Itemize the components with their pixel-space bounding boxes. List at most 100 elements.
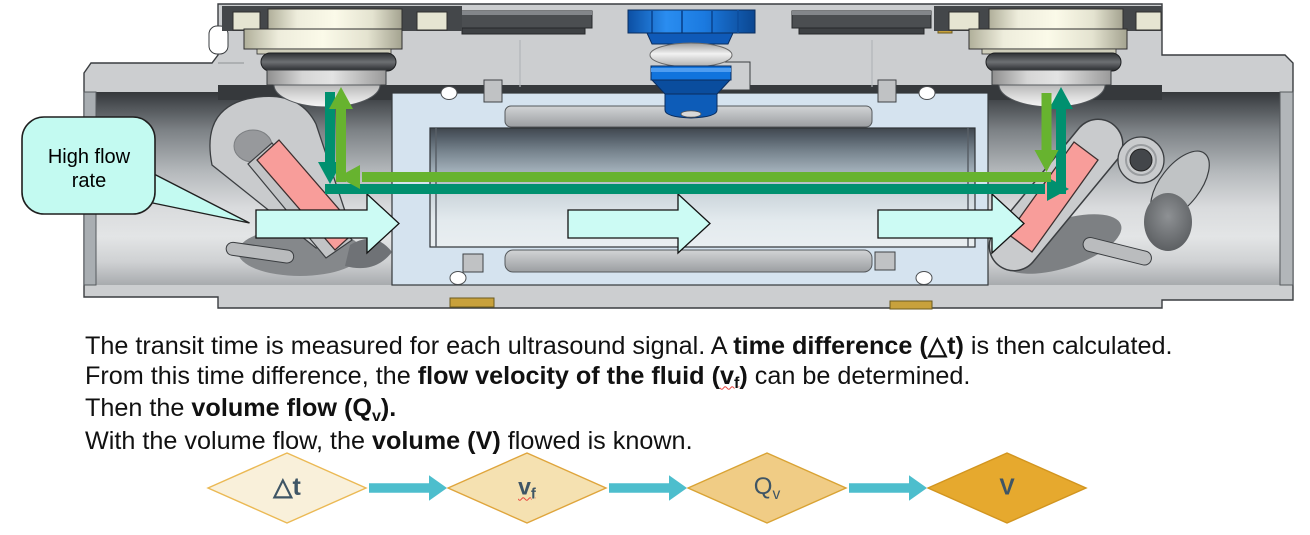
diamond-dt-text: △t	[273, 472, 301, 501]
recess-block-right-bevel	[792, 11, 931, 15]
signal-upstream-arrowhead-left	[338, 165, 360, 189]
transducer-flange	[988, 8, 1124, 31]
sensor-band-highlight	[651, 68, 731, 72]
flow-arrows	[255, 192, 1025, 255]
line2-pre: From this time difference, the	[85, 361, 418, 390]
line2-vf-misspelling: vf	[719, 361, 740, 393]
signal-upstream	[329, 87, 1059, 189]
line1-bold: time difference (△t)	[733, 332, 964, 360]
callout-line-1: High flow	[47, 146, 131, 168]
diamond-qv	[686, 452, 848, 524]
housing-notch	[208, 25, 229, 55]
liner-tab	[877, 79, 897, 103]
sensor-neck	[646, 32, 734, 45]
line3-pre: Then the	[85, 394, 192, 422]
line4-pre: With the volume flow, the	[85, 426, 372, 455]
diamond-label-dt: △t	[273, 472, 301, 502]
line2-vf: v	[719, 361, 734, 390]
connector-arrow-1	[369, 475, 447, 501]
liner-tab	[483, 79, 503, 103]
diamond-vf-sub: f	[530, 485, 536, 503]
connector-arrow-3	[849, 475, 927, 501]
callout-bubble	[21, 116, 250, 224]
signal-downstream	[318, 87, 1073, 201]
flow-arrow-2	[567, 192, 711, 255]
temperature-sensor	[627, 9, 756, 119]
line4-post: flowed is known.	[500, 426, 693, 455]
pivot-hole	[1129, 148, 1153, 172]
callout-line-2: rate	[71, 170, 107, 192]
diamond-qv-sub: v	[772, 485, 781, 503]
pivot-ring	[1125, 144, 1157, 176]
boss-right	[1144, 193, 1192, 251]
sensor-cone	[650, 79, 732, 95]
callout-text: High flow rate	[22, 145, 156, 193]
transducer-oring	[985, 52, 1122, 72]
line4-bold: volume (V)	[372, 426, 501, 455]
reflector-left-rod	[225, 241, 295, 264]
text-line-1: The transit time is measured for each ul…	[85, 332, 1173, 362]
o-ring	[449, 271, 467, 285]
signal-upstream-arrowhead-down	[1034, 150, 1059, 172]
line2-bold-close: )	[739, 361, 748, 390]
gold-seal-right	[889, 300, 933, 310]
o-ring	[918, 86, 936, 100]
line3-bold-group: volume flow (Qv).	[191, 394, 397, 425]
explanation-text: The transit time is measured for each ul…	[85, 332, 1173, 456]
line2-bold: flow velocity of the fluid (	[417, 361, 720, 390]
transducer-oring	[260, 52, 397, 72]
transducer-body	[968, 28, 1128, 50]
diamond-label-vf: vf	[518, 473, 536, 503]
transducer-flange	[267, 8, 403, 31]
flow-arrow-1	[255, 192, 400, 255]
line3-bold-close: ).	[380, 394, 397, 422]
flow-connectors	[369, 475, 927, 501]
transducer-body	[243, 28, 403, 50]
line1-post: is then calculated.	[963, 332, 1173, 360]
signal-upstream-arrowhead-up	[329, 87, 353, 109]
sensor-ball	[649, 42, 733, 68]
diamond-v-text: V	[999, 473, 1015, 500]
diamond-label-v: V	[999, 473, 1014, 500]
reflector-left-shadow-curve	[345, 238, 392, 269]
line3-bold: volume flow (Q	[191, 394, 372, 422]
diamond-vf	[446, 452, 608, 524]
transducer-cap	[991, 69, 1112, 86]
o-ring	[440, 86, 458, 100]
liner-tab	[462, 253, 484, 273]
recess-block-right-base	[798, 27, 925, 35]
text-line-2: From this time difference, the flow velo…	[85, 362, 1173, 395]
transducer-tab	[1135, 11, 1162, 31]
connector-arrow-2	[609, 475, 687, 501]
transducer-tab	[948, 11, 980, 31]
liner-tab	[874, 251, 896, 271]
line3-sub: v	[371, 406, 381, 425]
transducer-left	[222, 6, 462, 108]
gold-seals	[449, 297, 933, 310]
sensor-cap	[627, 9, 756, 34]
signal-downstream-arrowhead-up	[1049, 87, 1073, 109]
recess-block-left-bevel	[455, 11, 592, 15]
diamond-vf-text: v	[518, 473, 531, 500]
transducer-tab	[232, 11, 261, 31]
diamond-v	[926, 452, 1088, 524]
callout-rect	[21, 116, 156, 215]
line2-vf-sub: f	[733, 374, 740, 393]
liner-insert-bottom	[504, 249, 873, 273]
pipe-end-ring-right	[1279, 91, 1294, 286]
line2-post: can be determined.	[747, 361, 971, 390]
text-line-3: Then the volume flow (Qv).	[85, 394, 1173, 427]
line1-pre: The transit time is measured for each ul…	[85, 332, 734, 360]
electronics-blocks	[454, 10, 953, 35]
diamond-qv-text: Q	[753, 472, 773, 500]
transducer-cap	[266, 69, 387, 86]
flow-diagram	[206, 452, 1088, 524]
sensor-tip-end	[680, 110, 702, 118]
o-ring	[915, 271, 933, 285]
diamond-label-qv: Qv	[753, 472, 781, 503]
transducer-right	[934, 6, 1162, 108]
flow-arrow-3	[877, 192, 1025, 255]
reflector-right-rod	[1082, 236, 1152, 266]
